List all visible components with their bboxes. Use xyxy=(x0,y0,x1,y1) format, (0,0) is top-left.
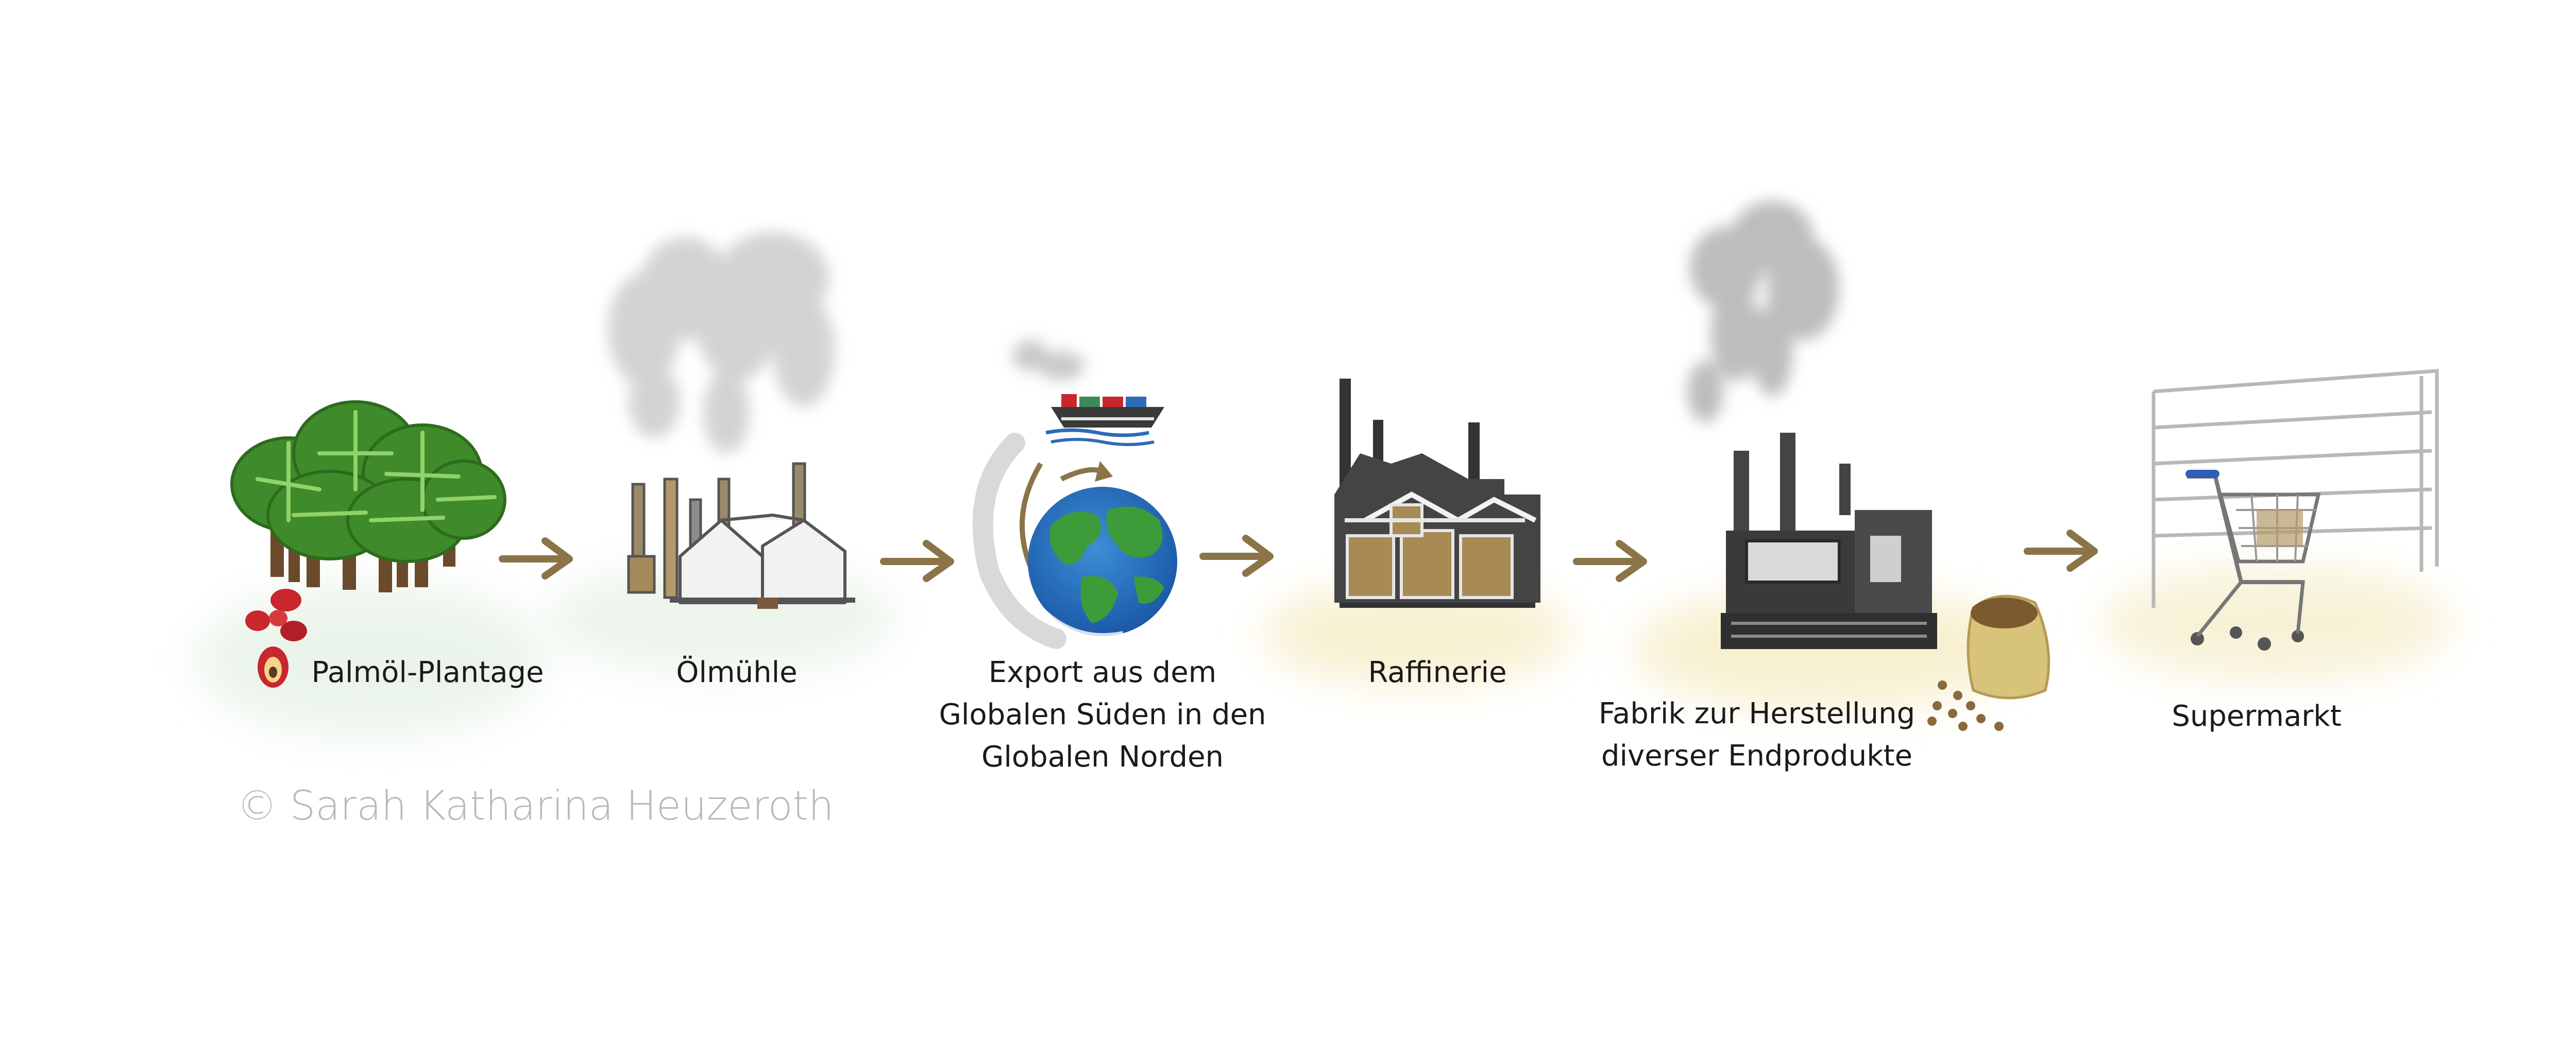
palm-fruit-icon xyxy=(245,589,307,688)
label-line: Globalen Norden xyxy=(981,740,1224,774)
copyright-notice: © Sarah Katharina Heuzeroth xyxy=(237,783,834,829)
arrow-icon xyxy=(2024,530,2098,572)
step-label-export: Export aus dem Globalen Süden in den Glo… xyxy=(933,652,1273,778)
step-label-plantation: Palmöl-Plantage xyxy=(311,656,544,689)
shopping-cart-icon xyxy=(2185,470,2321,651)
arrow-icon xyxy=(499,537,573,580)
label-line: Fabrik zur Herstellung xyxy=(1598,697,1916,730)
label-line: Globalen Süden in den xyxy=(939,698,1266,731)
factory-icon xyxy=(1687,201,1937,649)
step-label-factory: Fabrik zur Herstellung diverser Endprodu… xyxy=(1587,693,1927,777)
globe-ship-icon xyxy=(972,340,1177,649)
cargo-ship-icon xyxy=(1045,394,1164,446)
step-label-refinery: Raffinerie xyxy=(1368,656,1507,689)
ground-washes xyxy=(196,561,2452,737)
step-label-supermarket: Supermarkt xyxy=(2172,700,2342,733)
label-line: Export aus dem xyxy=(988,656,1217,689)
palm-plantation-icon xyxy=(230,400,506,592)
arrow-icon xyxy=(1199,535,1274,577)
arrow-icon xyxy=(880,540,954,582)
step-label-oil-mill: Ölmühle xyxy=(676,656,798,689)
supermarket-shelf-icon xyxy=(2151,369,2439,608)
refinery-icon xyxy=(1334,379,1540,608)
label-line: diverser Endprodukte xyxy=(1601,739,1913,773)
arrow-icon xyxy=(1573,540,1647,582)
oil-mill-icon xyxy=(608,232,855,609)
grain-sack-icon xyxy=(1927,594,2050,731)
